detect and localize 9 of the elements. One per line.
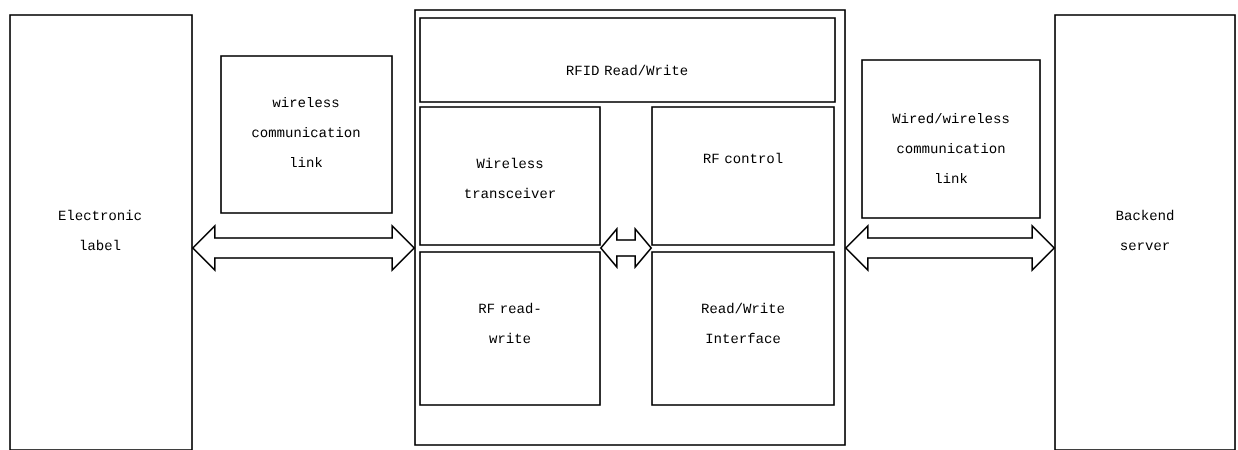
process-box: Electronic label <box>9 14 193 450</box>
process-box: RFID Read/Write <box>419 17 836 103</box>
process-box: wireless communication link <box>220 55 393 214</box>
process-box: Wireless transceiver <box>419 106 601 246</box>
process-box: Wired/wireless communication link <box>861 59 1041 219</box>
process-box: Backend server <box>1054 14 1236 450</box>
process-box: RF read-write <box>419 251 601 406</box>
process-box: Read/Write Interface <box>651 251 835 406</box>
process-box: RF control <box>651 106 835 246</box>
